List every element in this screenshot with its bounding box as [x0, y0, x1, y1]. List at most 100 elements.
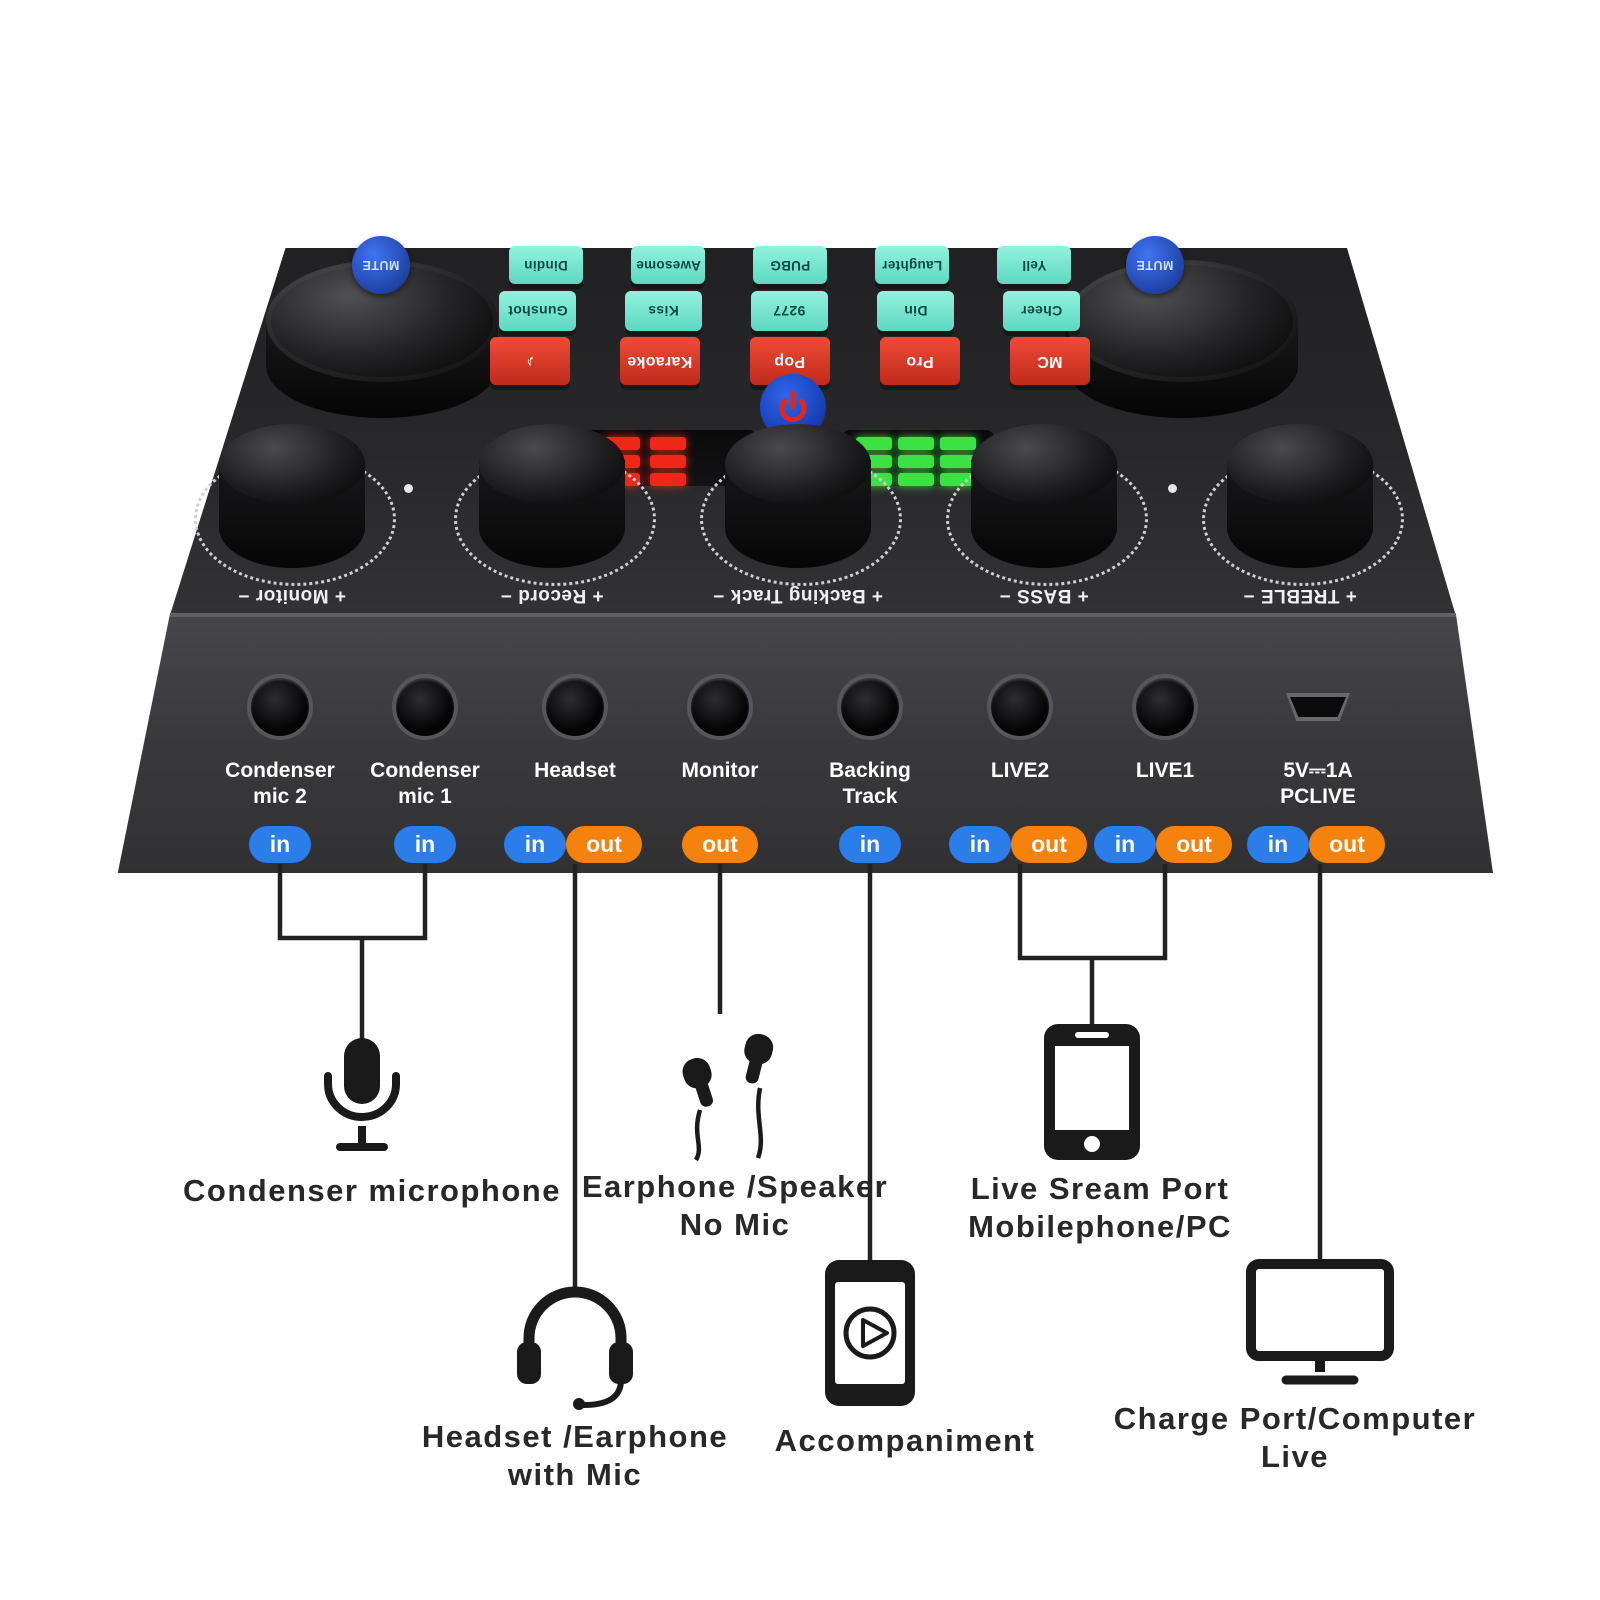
jack-backing-track [841, 678, 899, 736]
mute-button-left: MUTE [352, 236, 410, 294]
badge-out-monitor: out [682, 826, 758, 863]
port-label-condenser-mic-1: Condenser mic 1 [340, 758, 510, 811]
computer-icon [1246, 1259, 1394, 1385]
headset-label-line: with Mic [507, 1457, 643, 1493]
badge-in-condenser-mic-2: in [249, 826, 311, 863]
usb-port-opening [1290, 697, 1346, 717]
badge-out-pclive: out [1309, 826, 1385, 863]
treble-knob-label: + TREBLE − [1243, 585, 1357, 606]
fx-button-label: Awesome [635, 257, 701, 273]
port-label-line: Condenser [225, 759, 335, 782]
monitor-knob [219, 424, 365, 504]
led-segment-green [940, 455, 976, 468]
screw-dot [404, 484, 413, 493]
fx-button-kiss: Kiss [625, 291, 702, 331]
power-icon [779, 390, 807, 422]
led-segment-red [650, 473, 686, 486]
port-label-line: LIVE1 [1135, 759, 1195, 782]
led-segment-green [940, 437, 976, 450]
mute-button-label: MUTE [362, 258, 400, 272]
badge-in-live1: in [1094, 826, 1156, 863]
phone-play-icon [825, 1260, 915, 1406]
led-segment-red [650, 455, 686, 468]
jack-condenser-mic-2 [251, 678, 309, 736]
port-label-line: Track [842, 785, 898, 809]
badge-out-headset: out [566, 826, 642, 863]
bass-knob-label: + BASS − [999, 585, 1089, 606]
jack-condenser-mic-1 [396, 678, 454, 736]
livestream-label-line: Mobilephone/PC [968, 1209, 1232, 1245]
fx-button-label: Yell [1021, 257, 1047, 273]
port-label-pclive: 5V⎓1A PCLIVE [1233, 758, 1403, 811]
port-label-line: 5V⎓1A [1283, 759, 1353, 782]
fx-button-gunshot: Gunshot [499, 291, 576, 331]
smartphone-icon [1044, 1024, 1140, 1160]
fx-button-label: Pop [774, 353, 806, 370]
headset-label-line: Headset /Earphone [421, 1419, 729, 1454]
livestream-label-line: Live Sream Port [970, 1171, 1230, 1206]
backing-track-knob-label: + Backing Track − [712, 585, 884, 606]
port-label-headset: Headset [490, 758, 660, 784]
microphone-label: Condenser microphone [183, 1173, 561, 1208]
port-label-line: Headset [534, 759, 616, 782]
microphone-icon [324, 1038, 400, 1151]
fx-button-mc: MC [1010, 337, 1090, 385]
treble-knob [1227, 424, 1373, 504]
fx-button-karaoke: Karaoke [620, 337, 700, 385]
fx-button-laughter: Laughter [875, 246, 949, 284]
headset-label: Headset /Earphone with Mic [375, 1418, 775, 1495]
led-segment-green [898, 437, 934, 450]
fx-button-dindin: Dindin [509, 246, 583, 284]
fx-button-label: PUBG [769, 257, 811, 273]
fx-button-label: Karaoke [627, 353, 693, 370]
fx-button-label: Cheer [1020, 303, 1063, 319]
usb-port-pclive [1286, 693, 1350, 721]
headset-icon [517, 1286, 633, 1410]
screw-dot [1168, 484, 1177, 493]
fx-button-cheer: Cheer [1003, 291, 1080, 331]
port-label-line: Backing [829, 759, 911, 782]
charge-label-line: Charge Port/Computer [1113, 1401, 1477, 1436]
record-knob-label: + Record − [500, 585, 604, 606]
port-label-line: LIVE2 [990, 759, 1050, 782]
led-segment-green [856, 437, 892, 450]
fx-button-label: Gunshot [507, 303, 568, 319]
fx-button-label: 9277 [773, 303, 806, 319]
fx-button-pubg: PUBG [753, 246, 827, 284]
badge-out-live1: out [1156, 826, 1232, 863]
charge-label-line: Live [1260, 1439, 1330, 1475]
port-label-live1: LIVE1 [1080, 758, 1250, 784]
music-note-icon: ♪ [525, 353, 535, 370]
jack-live1 [1136, 678, 1194, 736]
bass-knob [971, 424, 1117, 504]
line-condenser-mics [277, 864, 428, 941]
jack-monitor [691, 678, 749, 736]
port-label-line: Monitor [681, 759, 759, 782]
port-label-condenser-mic-2: Condenser mic 2 [195, 758, 365, 811]
port-label-line: mic 1 [398, 785, 452, 809]
fx-button-label: Laughter [881, 257, 943, 273]
badge-in-backing-track: in [839, 826, 901, 863]
fx-button-awesome: Awesome [631, 246, 705, 284]
port-label-line: Condenser [370, 759, 480, 782]
jack-headset [546, 678, 604, 736]
badge-in-headset: in [504, 826, 566, 863]
fx-button-sound: ♪ [490, 337, 570, 385]
line-live-ports [1017, 864, 1168, 961]
led-segment-green [898, 455, 934, 468]
port-label-backing-track: Backing Track [785, 758, 955, 811]
badge-in-pclive: in [1247, 826, 1309, 863]
fx-button-9277: 9277 [751, 291, 828, 331]
earphone-label-line: No Mic [679, 1207, 791, 1243]
fx-button-label: Kiss [648, 303, 679, 319]
fx-button-yell: Yell [997, 246, 1071, 284]
monitor-knob-label: + Monitor − [238, 585, 346, 606]
fx-button-pro: Pro [880, 337, 960, 385]
badge-in-live2: in [949, 826, 1011, 863]
fx-button-din: Din [877, 291, 954, 331]
led-segment-red [650, 437, 686, 450]
port-label-monitor: Monitor [635, 758, 805, 784]
port-label-line: PCLIVE [1280, 785, 1356, 809]
led-segment-green [898, 473, 934, 486]
